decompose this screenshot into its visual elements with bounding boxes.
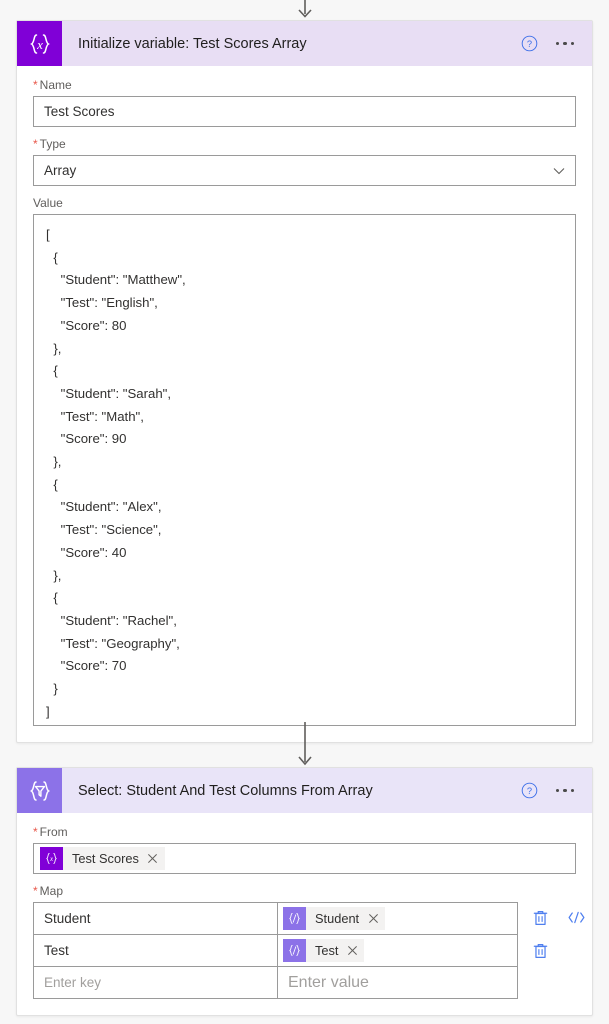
help-circle-icon[interactable]: ?: [521, 782, 538, 799]
name-input[interactable]: Test Scores: [33, 96, 576, 127]
initialize-variable-title: Initialize variable: Test Scores Array: [78, 35, 307, 52]
select-action-card-body: * From x Test Scores: [17, 813, 592, 1015]
svg-text:?: ?: [526, 39, 531, 49]
from-token-chip[interactable]: x Test Scores: [40, 847, 165, 870]
map-value-token-chip[interactable]: Test: [283, 939, 365, 962]
map-key-input[interactable]: Test: [34, 935, 278, 966]
map-label-text: Map: [39, 884, 64, 898]
more-ellipsis-icon[interactable]: [555, 41, 574, 46]
map-row-cells: Test: [33, 935, 518, 967]
from-field-group: * From x Test Scores: [33, 825, 576, 874]
select-action-title: Select: Student And Test Columns From Ar…: [78, 782, 373, 799]
connector-arrow-middle: [0, 722, 609, 770]
map-value-input[interactable]: Student: [278, 903, 517, 934]
map-key-placeholder: Enter key: [44, 975, 102, 990]
expression-braces-icon: [283, 939, 306, 962]
arrow-down-icon: [297, 722, 312, 766]
select-action-card[interactable]: Select: Student And Test Columns From Ar…: [16, 767, 593, 1016]
map-table: Student: [33, 902, 585, 999]
required-asterisk: *: [33, 884, 38, 898]
type-select-value: Array: [44, 163, 77, 178]
more-ellipsis-icon[interactable]: [555, 788, 574, 793]
map-key-input[interactable]: Student: [34, 903, 278, 934]
map-row-actions: [518, 935, 576, 966]
map-row-new-actions: [518, 967, 576, 998]
map-row-cells: Enter key Enter value: [33, 967, 518, 999]
from-label-text: From: [39, 825, 68, 839]
trash-icon[interactable]: [532, 942, 549, 960]
value-label-text: Value: [33, 196, 63, 210]
variable-braces-x-icon: x: [40, 847, 63, 870]
value-field-group: Value [ { "Student": "Matthew", "Test": …: [33, 196, 576, 726]
name-label-text: Name: [39, 78, 72, 92]
svg-text:x: x: [49, 855, 54, 863]
close-x-icon[interactable]: [147, 853, 165, 864]
help-circle-icon[interactable]: ?: [521, 35, 538, 52]
value-textarea[interactable]: [ { "Student": "Matthew", "Test": "Engli…: [33, 214, 576, 726]
initialize-variable-card[interactable]: x Initialize variable: Test Scores Array…: [16, 20, 593, 743]
from-input[interactable]: x Test Scores: [33, 843, 576, 874]
variable-braces-x-icon: x: [17, 21, 62, 66]
value-field-label: Value: [33, 196, 576, 210]
required-asterisk: *: [33, 137, 38, 151]
map-value-new-input[interactable]: Enter value: [278, 967, 517, 998]
chevron-down-icon[interactable]: [553, 165, 565, 177]
type-field-label: * Type: [33, 137, 576, 151]
connector-arrow-top: [0, 0, 609, 22]
map-row-cells: Student: [33, 902, 518, 935]
from-token-label: Test Scores: [72, 851, 139, 866]
map-value-token-chip[interactable]: Student: [283, 907, 386, 930]
type-label-text: Type: [39, 137, 66, 151]
trash-icon[interactable]: [532, 909, 549, 927]
required-asterisk: *: [33, 825, 38, 839]
name-input-value: Test Scores: [44, 104, 115, 119]
map-row-new: Enter key Enter value: [33, 967, 576, 999]
name-field-label: * Name: [33, 78, 576, 92]
svg-text:?: ?: [526, 786, 531, 796]
close-x-icon[interactable]: [367, 913, 385, 924]
initialize-variable-card-header[interactable]: x Initialize variable: Test Scores Array…: [17, 21, 592, 66]
svg-text:x: x: [36, 37, 43, 52]
arrow-down-icon: [297, 0, 312, 18]
select-funnel-braces-icon: [17, 768, 62, 813]
map-value-token-label: Test: [315, 943, 339, 958]
name-field-group: * Name Test Scores: [33, 78, 576, 127]
map-row-actions: [518, 902, 586, 933]
map-key-new-input[interactable]: Enter key: [34, 967, 278, 998]
value-json-content: [ { "Student": "Matthew", "Test": "Engli…: [46, 227, 186, 719]
expression-braces-icon: [283, 907, 306, 930]
type-field-group: * Type Array: [33, 137, 576, 186]
select-card-header-actions: ?: [521, 782, 593, 799]
switch-text-mode-icon[interactable]: [567, 909, 586, 926]
from-field-label: * From: [33, 825, 576, 839]
map-row: Test: [33, 935, 576, 967]
select-action-card-header[interactable]: Select: Student And Test Columns From Ar…: [17, 768, 592, 813]
map-field-group: * Map Student: [33, 884, 585, 999]
map-value-input[interactable]: Test: [278, 935, 517, 966]
initialize-variable-card-body: * Name Test Scores * Type Array: [17, 66, 592, 742]
initialize-card-header-actions: ?: [521, 35, 593, 52]
map-row: Student: [33, 902, 585, 935]
type-select[interactable]: Array: [33, 155, 576, 186]
map-value-placeholder: Enter value: [288, 973, 369, 991]
required-asterisk: *: [33, 78, 38, 92]
map-key-value: Test: [44, 943, 69, 958]
map-value-token-label: Student: [315, 911, 360, 926]
map-key-value: Student: [44, 911, 91, 926]
close-x-icon[interactable]: [346, 945, 364, 956]
map-field-label: * Map: [33, 884, 576, 898]
